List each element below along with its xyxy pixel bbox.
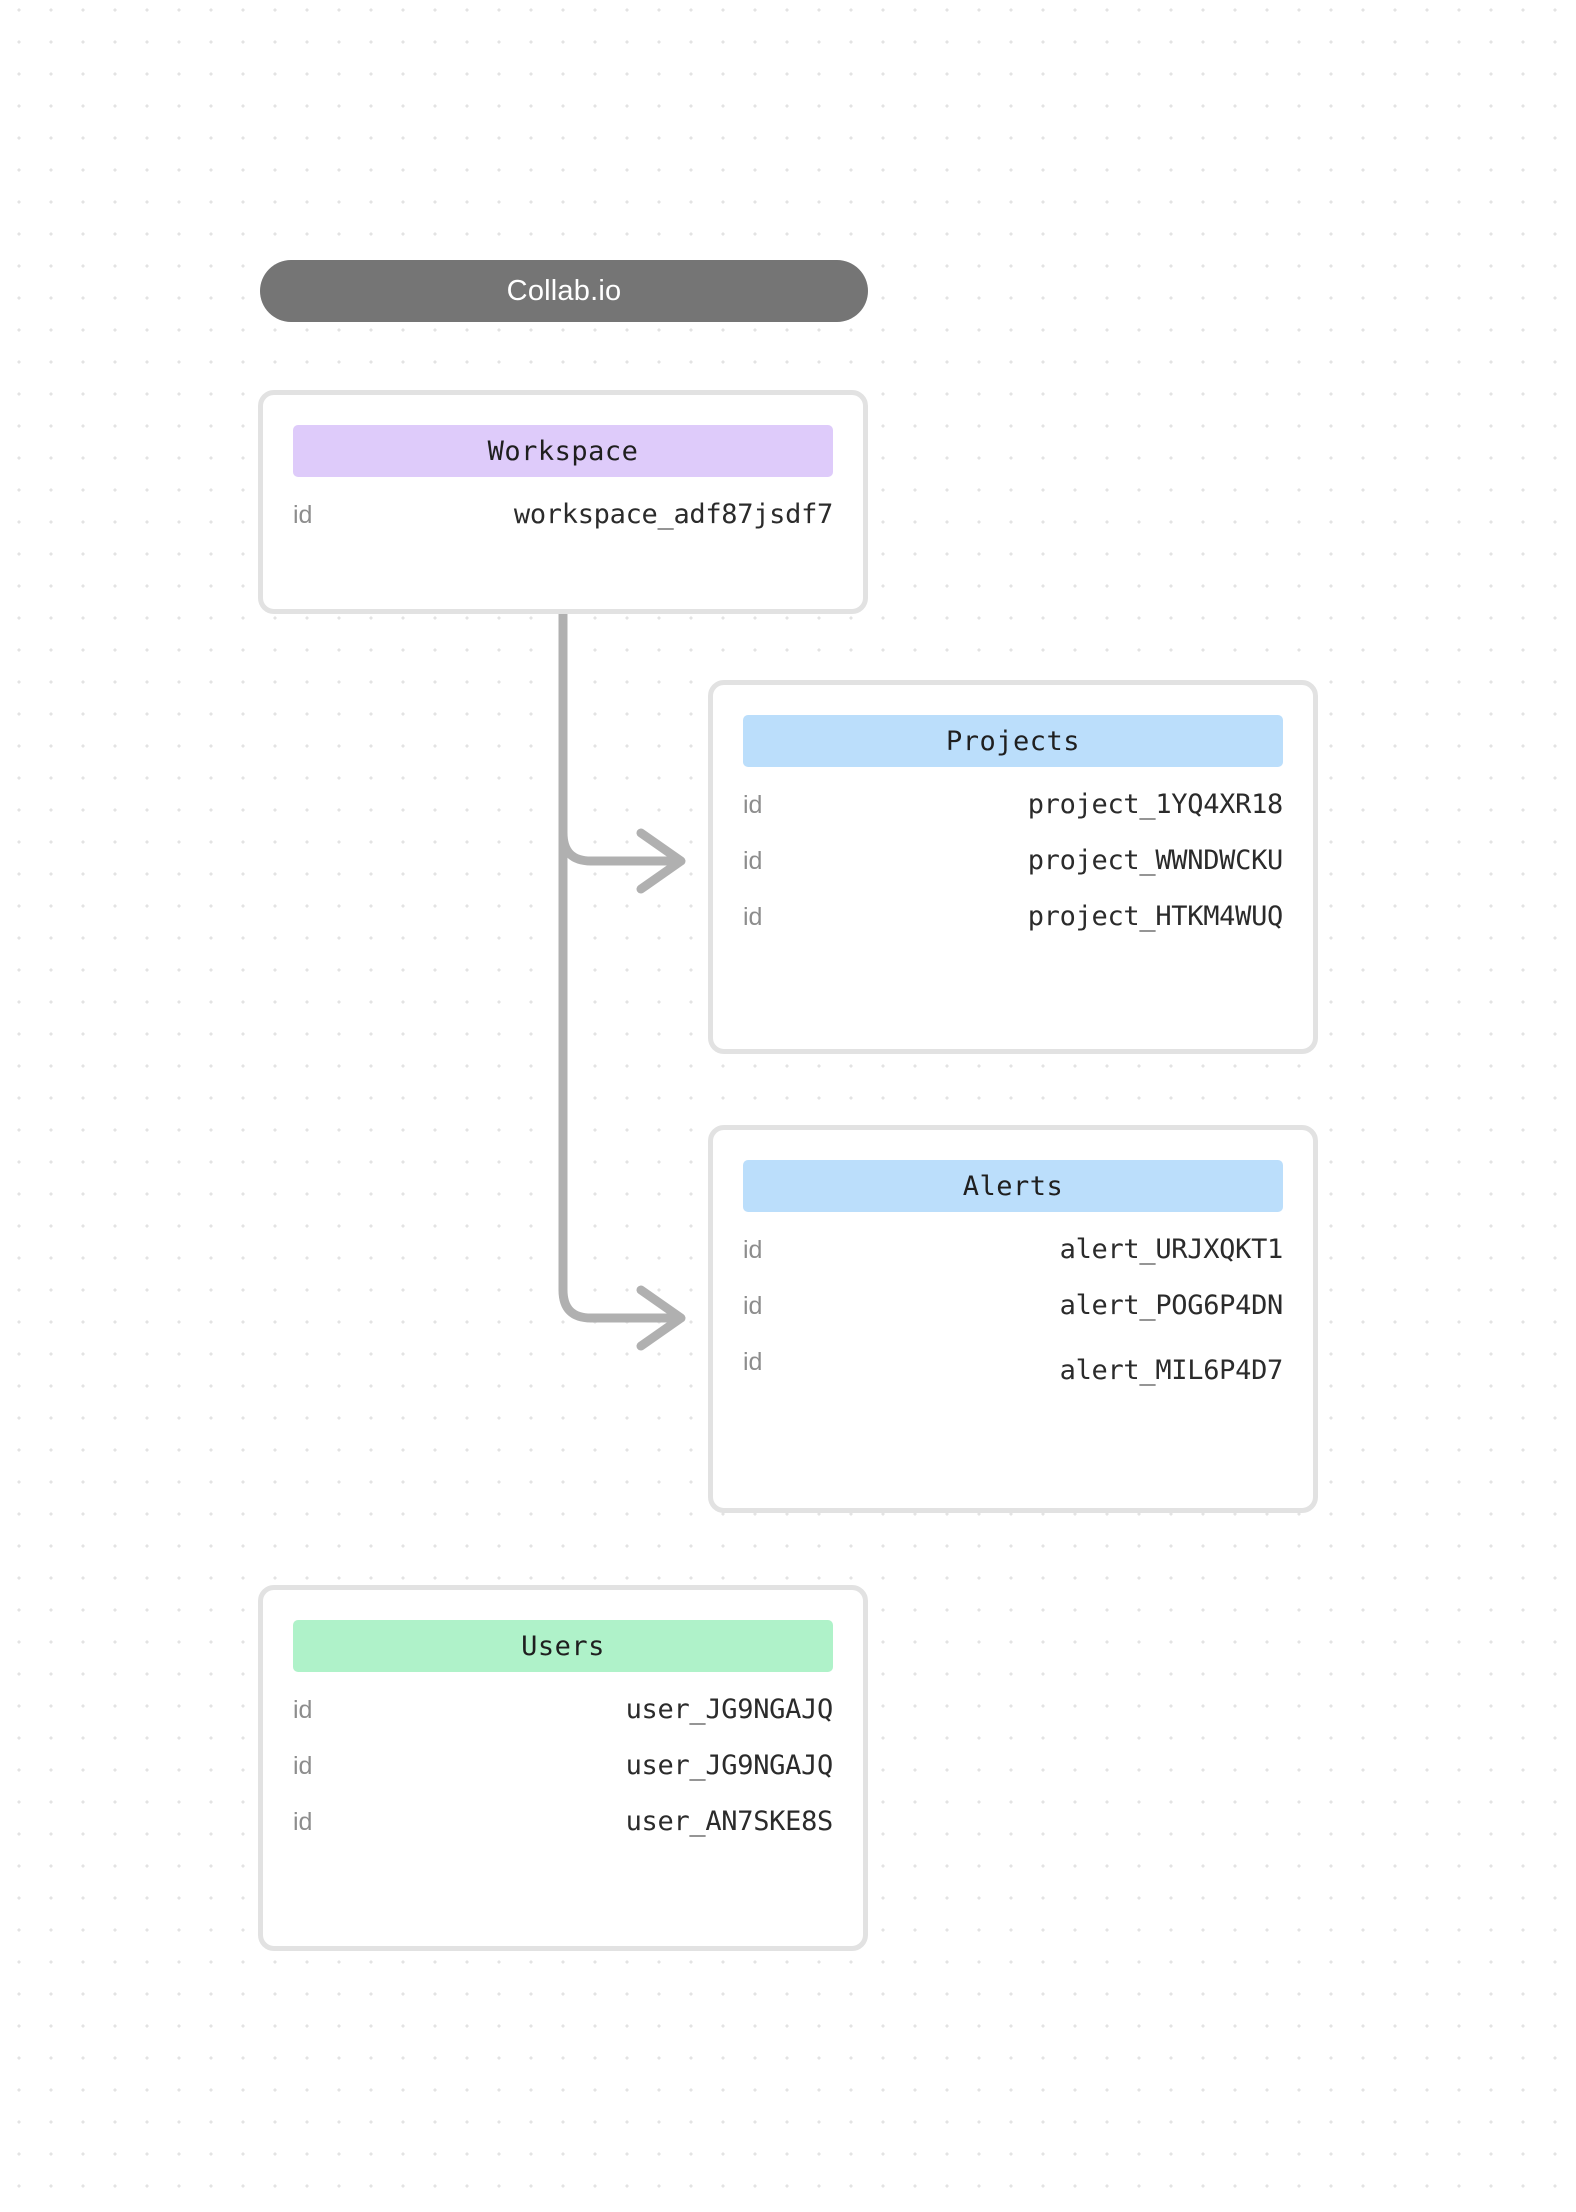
- entity-card-alerts[interactable]: Alerts id alert_URJXQKT1 id alert_POG6P4…: [708, 1125, 1318, 1513]
- entity-rows-workspace: id workspace_adf87jsdf7: [293, 499, 833, 555]
- row-value: user_AN7SKE8S: [625, 1806, 834, 1837]
- table-row[interactable]: id user_AN7SKE8S: [293, 1806, 833, 1862]
- entity-title-projects: Projects: [945, 725, 1081, 757]
- table-row[interactable]: id alert_URJXQKT1: [743, 1234, 1283, 1290]
- entity-title-band-alerts: Alerts: [743, 1160, 1283, 1212]
- row-key: id: [743, 1348, 763, 1376]
- row-value: alert_POG6P4DN: [1059, 1290, 1284, 1321]
- row-key: id: [293, 1752, 313, 1780]
- row-key: id: [743, 791, 763, 819]
- table-row[interactable]: id project_HTKM4WUQ: [743, 901, 1283, 957]
- row-key: id: [293, 1696, 313, 1724]
- table-row[interactable]: id alert_POG6P4DN: [743, 1290, 1283, 1346]
- connector-arrowhead-alerts: [636, 1285, 686, 1351]
- row-value: user_JG9NGAJQ: [625, 1750, 834, 1781]
- table-row[interactable]: id workspace_adf87jsdf7: [293, 499, 833, 555]
- row-value: alert_URJXQKT1: [1059, 1234, 1284, 1265]
- row-value: user_JG9NGAJQ: [625, 1694, 834, 1725]
- connector-arrowhead-projects: [636, 828, 686, 894]
- row-key: id: [743, 903, 763, 931]
- connector-workspace-to-projects: [558, 608, 680, 866]
- entity-rows-alerts: id alert_URJXQKT1 id alert_POG6P4DN id a…: [743, 1234, 1283, 1402]
- table-row[interactable]: id project_1YQ4XR18: [743, 789, 1283, 845]
- table-row[interactable]: id user_JG9NGAJQ: [293, 1750, 833, 1806]
- entity-title-workspace: Workspace: [487, 435, 639, 467]
- row-key: id: [743, 847, 763, 875]
- row-value: project_WWNDWCKU: [1027, 845, 1284, 876]
- connector-workspace-to-alerts: [558, 608, 680, 1323]
- entity-card-projects[interactable]: Projects id project_1YQ4XR18 id project_…: [708, 680, 1318, 1054]
- app-title-label: Collab.io: [506, 274, 622, 307]
- entity-title-band-workspace: Workspace: [293, 425, 833, 477]
- table-row[interactable]: id user_JG9NGAJQ: [293, 1694, 833, 1750]
- entity-title-band-projects: Projects: [743, 715, 1283, 767]
- row-value: workspace_adf87jsdf7: [513, 499, 833, 530]
- app-title-pill: Collab.io: [260, 260, 868, 322]
- row-key: id: [293, 1808, 313, 1836]
- entity-card-workspace[interactable]: Workspace id workspace_adf87jsdf7: [258, 390, 868, 614]
- table-row[interactable]: id project_WWNDWCKU: [743, 845, 1283, 901]
- entity-rows-projects: id project_1YQ4XR18 id project_WWNDWCKU …: [743, 789, 1283, 957]
- row-value: project_1YQ4XR18: [1027, 789, 1284, 820]
- row-value: alert_MIL6P4D7: [1059, 1355, 1284, 1386]
- entity-card-users[interactable]: Users id user_JG9NGAJQ id user_JG9NGAJQ …: [258, 1585, 868, 1951]
- entity-rows-users: id user_JG9NGAJQ id user_JG9NGAJQ id use…: [293, 1694, 833, 1862]
- table-row[interactable]: id alert_MIL6P4D7: [743, 1346, 1283, 1402]
- row-key: id: [743, 1292, 763, 1320]
- row-value: project_HTKM4WUQ: [1027, 901, 1284, 932]
- row-key: id: [293, 501, 313, 529]
- entity-title-band-users: Users: [293, 1620, 833, 1672]
- entity-title-alerts: Alerts: [962, 1170, 1064, 1202]
- entity-title-users: Users: [521, 1630, 605, 1662]
- row-key: id: [743, 1236, 763, 1264]
